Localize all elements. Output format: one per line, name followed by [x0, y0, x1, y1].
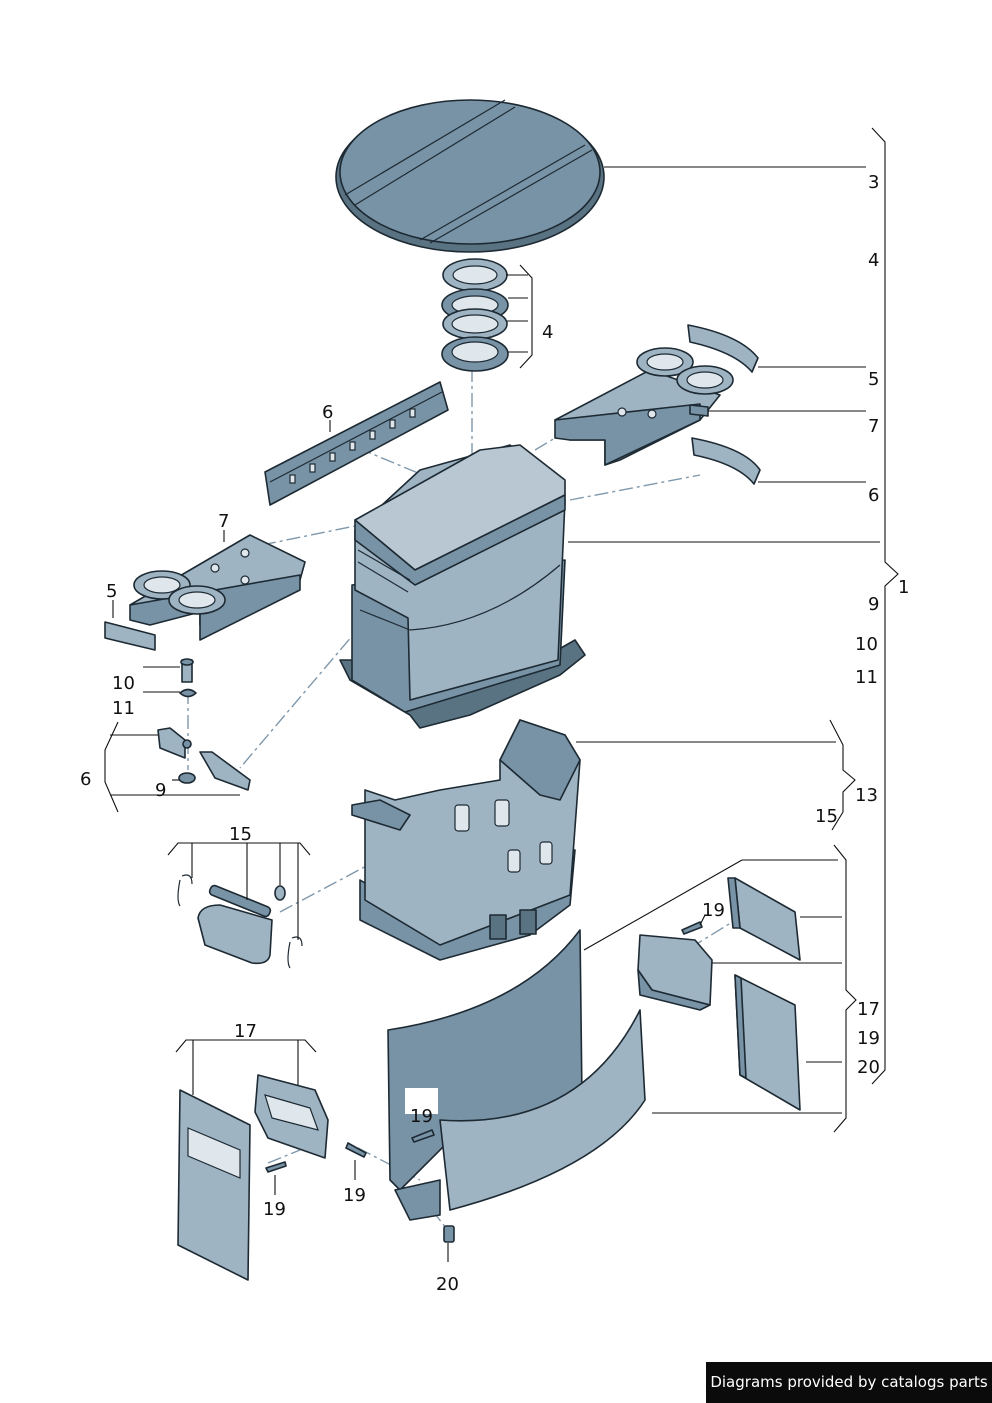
- part-labels: 3 4 5 7 6 1 9 10 11 13 15 17 19 20 4 6 7…: [80, 172, 909, 1295]
- label-19-middle: 19: [702, 900, 725, 921]
- console-box: [339, 444, 586, 729]
- screws: [265, 921, 703, 1243]
- label-19-bottom-left: 19: [263, 1199, 286, 1220]
- panel-small-lower: [734, 974, 801, 1111]
- trim-piece-left: [104, 621, 156, 651]
- label-15: 15: [815, 806, 838, 827]
- label-19-bottom-center: 19: [343, 1185, 366, 1206]
- label-box-19: [405, 1088, 438, 1114]
- label-11: 11: [855, 667, 878, 688]
- label-4-rings: 4: [542, 322, 553, 343]
- label-4: 4: [868, 250, 879, 271]
- label-7-left: 7: [218, 511, 229, 532]
- support-frame: [351, 719, 581, 961]
- label-9-left: 9: [155, 780, 166, 801]
- label-3: 3: [868, 172, 879, 193]
- handle-assembly: [177, 874, 303, 969]
- label-20-bottom: 20: [436, 1274, 459, 1295]
- label-6-strip: 6: [322, 402, 333, 423]
- label-10: 10: [855, 634, 878, 655]
- label-19: 19: [857, 1028, 880, 1049]
- label-13: 13: [855, 785, 878, 806]
- label-1: 1: [898, 577, 909, 598]
- credit-banner: Diagrams provided by catalogs parts: [706, 1362, 992, 1403]
- tray-small: [254, 1074, 329, 1159]
- cup-holder-right: [554, 324, 761, 485]
- label-11-left: 11: [112, 698, 135, 719]
- label-10-left: 10: [112, 673, 135, 694]
- panel-small-middle: [637, 934, 713, 1011]
- label-15-handle: 15: [229, 824, 252, 845]
- ring-set: [441, 258, 509, 372]
- side-panel-left: [177, 1089, 251, 1281]
- label-9: 9: [868, 594, 879, 615]
- label-17: 17: [857, 999, 880, 1020]
- label-6-left: 6: [80, 769, 91, 790]
- label-6: 6: [868, 485, 879, 506]
- cup-holder-left: [129, 534, 306, 641]
- leader-lines: [104, 127, 899, 1262]
- label-5-left: 5: [106, 581, 117, 602]
- label-5: 5: [868, 369, 879, 390]
- round-tray-cover: [335, 99, 605, 253]
- label-7: 7: [868, 416, 879, 437]
- slotted-strip-left: [264, 381, 449, 506]
- hardware-left: [157, 658, 251, 791]
- label-20: 20: [857, 1057, 880, 1078]
- label-17-bottom: 17: [234, 1021, 257, 1042]
- panel-small-upper: [727, 877, 801, 961]
- label-19-boxed: 19: [410, 1106, 433, 1127]
- lower-shell-front: [394, 1009, 646, 1221]
